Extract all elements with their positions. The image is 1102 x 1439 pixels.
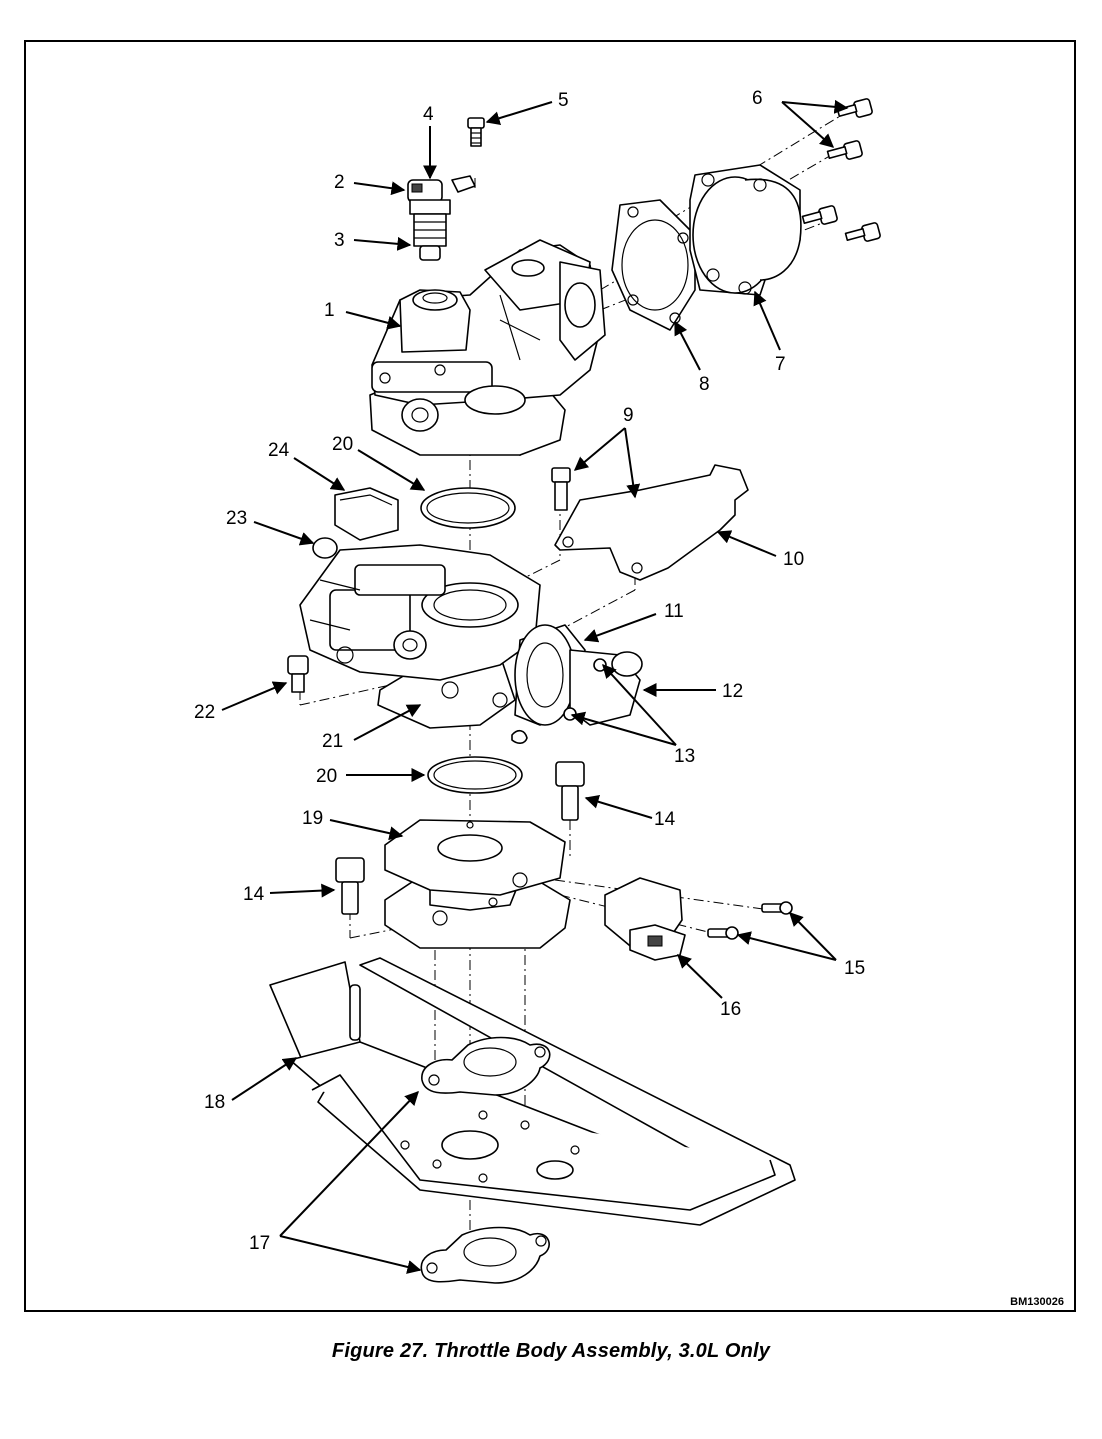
screw-22 [287,655,309,693]
o-ring-20-upper [420,487,516,529]
gasket-17-lower [420,1226,550,1284]
drawing-id: BM130026 [1010,1296,1064,1308]
spacer-19 [384,819,571,949]
callout-16: 16 [720,999,741,1020]
callout-2: 2 [334,172,345,193]
callout-6: 6 [752,88,763,109]
callout-12: 12 [722,681,743,702]
gasket-17-upper [421,1036,551,1096]
bolt-14-left [335,857,365,915]
callout-14-left: 14 [243,884,265,905]
callout-23: 23 [226,508,247,529]
figure-caption: Figure 27. Throttle Body Assembly, 3.0L … [331,1340,771,1362]
callout-14-right: 14 [654,809,676,830]
callout-20-lower: 20 [316,766,337,787]
bolt-14-right [555,761,585,821]
callout-21: 21 [322,731,343,752]
sensor-23 [312,537,338,559]
callout-17: 17 [249,1233,270,1254]
throttle-body-21 [299,544,541,729]
diagram-frame [24,40,1076,1312]
callout-labels: 1 2 3 4 5 6 7 8 9 10 11 12 13 14 14 15 1… [194,88,865,1254]
callout-8: 8 [699,374,710,395]
callout-20-upper: 20 [332,434,353,455]
leader-lines [221,99,849,1274]
sensor-16 [604,877,686,961]
callout-19: 19 [302,808,323,829]
connector-24 [334,487,399,541]
gasket-8 [611,199,696,331]
o-ring-20-lower [427,756,523,794]
callout-10: 10 [783,549,804,570]
callout-11: 11 [664,601,684,622]
callout-22: 22 [194,702,215,723]
actuator-11-12 [511,624,643,744]
screws-15 [707,901,793,940]
callout-9: 9 [623,405,634,426]
callout-1: 1 [324,300,335,321]
callout-7: 7 [775,354,786,375]
bolts-6 [801,98,881,242]
screw-5 [467,117,485,147]
adapter-7 [689,164,802,296]
callout-4: 4 [423,104,434,125]
callout-18: 18 [204,1092,225,1113]
callout-13: 13 [674,746,695,767]
callout-3: 3 [334,230,345,251]
callout-5: 5 [558,90,569,111]
upper-housing-1 [369,239,606,456]
bracket-10 [554,464,749,581]
iac-valve-2-3-4 [407,175,476,261]
heat-shield-18 [269,957,796,1226]
callout-15: 15 [844,958,865,979]
callout-24: 24 [268,440,290,461]
